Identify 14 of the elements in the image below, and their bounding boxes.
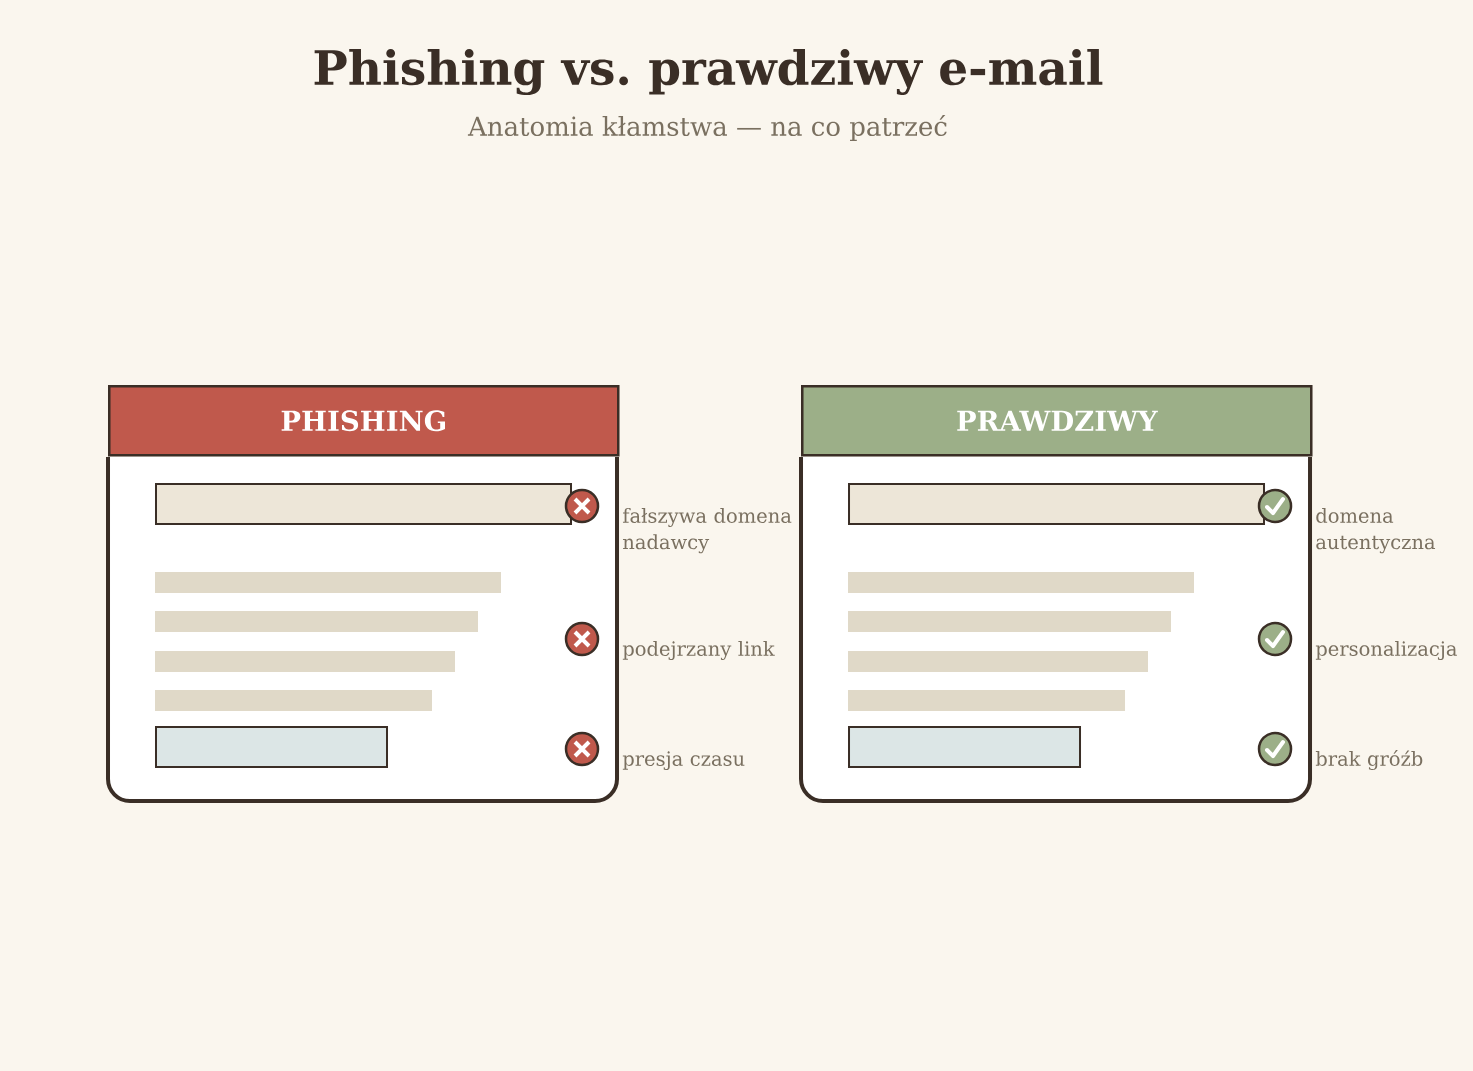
- link-button: [848, 726, 1081, 768]
- subtitle: Anatomia kłamstwa — na co patrzeć: [467, 114, 947, 142]
- header-bar: PHISHING: [108, 385, 620, 457]
- sender-field: [848, 483, 1265, 525]
- annotation-text: personalizacja: [1315, 640, 1457, 661]
- header-bar: PRAWDZIWY: [801, 385, 1313, 457]
- title: Phishing vs. prawdziwy e-mail: [314, 48, 1103, 96]
- annotation-text: domena autentyczna: [1316, 507, 1436, 554]
- annotation-text: brak gróźb: [1315, 750, 1423, 771]
- annotation-text: fałszywa domena nadawcy: [623, 507, 792, 554]
- annotation-text: podejrzany link: [622, 640, 775, 661]
- annotation-text: presja czasu: [622, 751, 745, 771]
- link-button: [155, 726, 388, 768]
- sender-field: [155, 483, 572, 525]
